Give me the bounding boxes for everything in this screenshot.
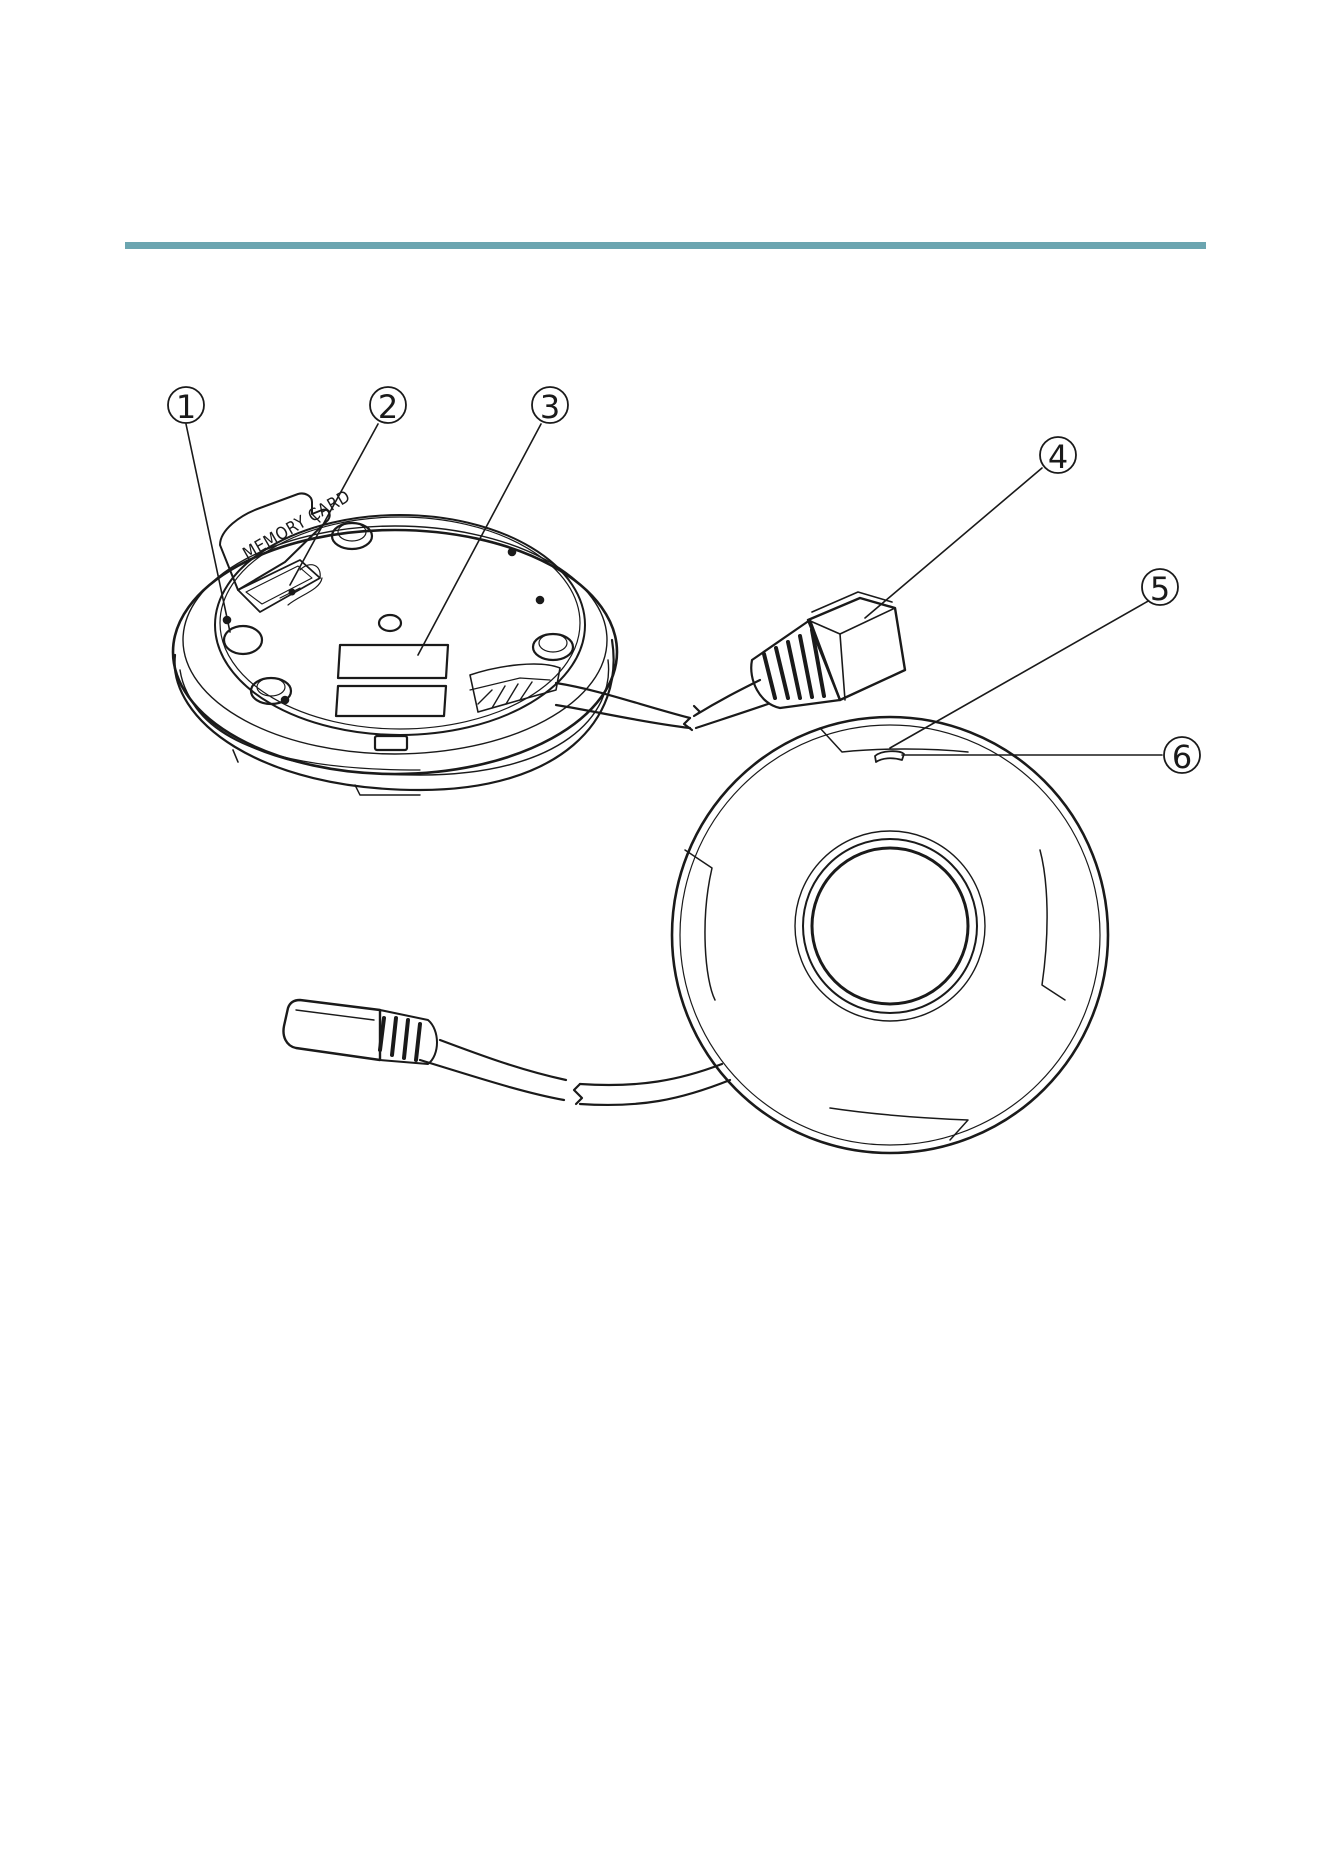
svg-text:5: 5 — [1150, 570, 1170, 608]
callout-6: 6 — [1164, 737, 1200, 776]
camera-underside: MEMORY CARD — [173, 487, 617, 795]
callout-leaders — [186, 424, 1162, 755]
svg-text:1: 1 — [176, 388, 196, 426]
callout-1: 1 — [168, 387, 204, 426]
callout-4: 4 — [1040, 437, 1076, 476]
network-cable-bottom — [420, 1040, 730, 1105]
svg-text:6: 6 — [1172, 738, 1192, 776]
svg-text:4: 4 — [1048, 438, 1068, 476]
callout-3: 3 — [532, 387, 568, 426]
svg-text:3: 3 — [540, 388, 560, 426]
camera-dome-front — [672, 717, 1108, 1153]
callout-2: 2 — [370, 387, 406, 426]
network-connector — [751, 592, 905, 708]
svg-text:2: 2 — [378, 388, 398, 426]
network-coupler — [284, 1000, 438, 1064]
